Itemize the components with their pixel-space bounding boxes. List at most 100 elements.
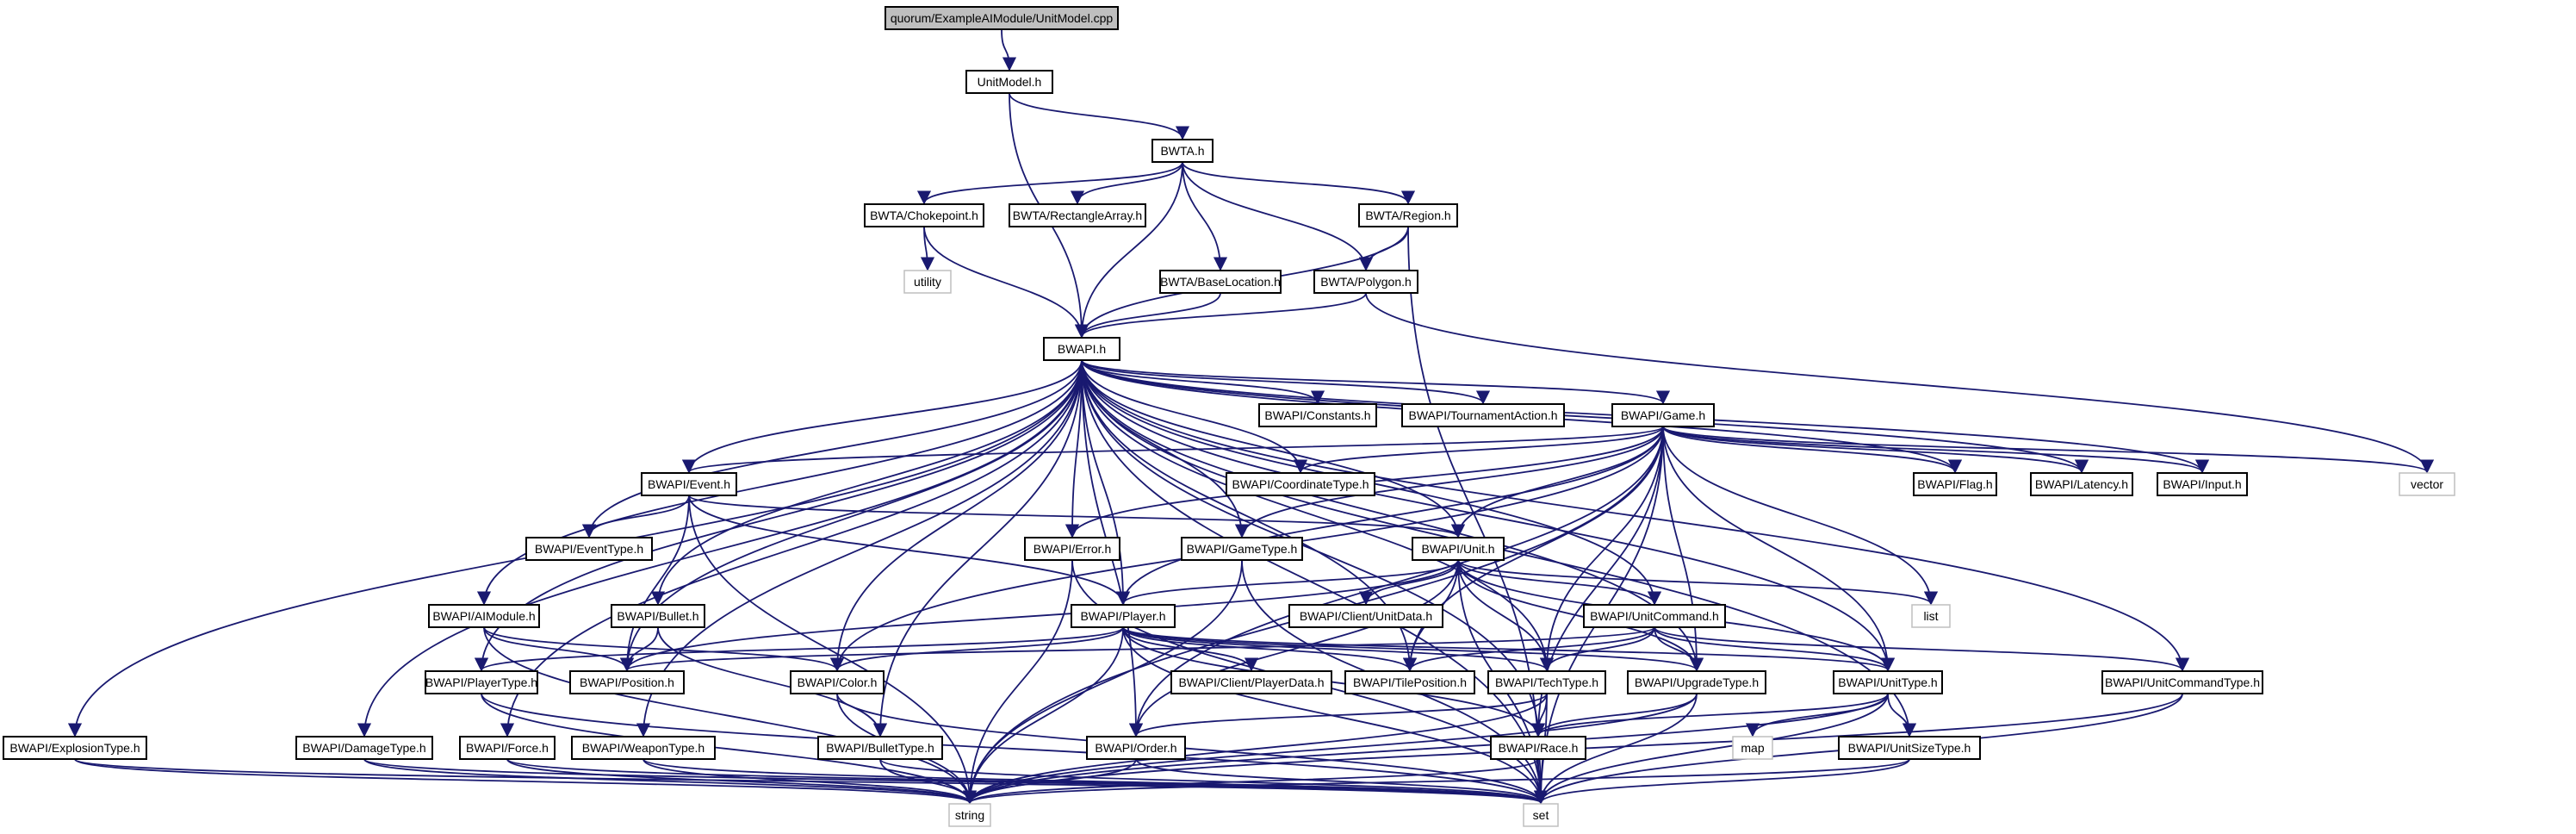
- node-weapon[interactable]: BWAPI/WeaponType.h: [571, 736, 716, 760]
- node-label: BWAPI/GameType.h: [1187, 542, 1298, 556]
- node-unitcmdtype[interactable]: BWAPI/UnitCommandType.h: [2101, 670, 2263, 694]
- node-label: BWAPI/Unit.h: [1421, 542, 1494, 556]
- node-label: quorum/ExampleAIModule/UnitModel.cpp: [891, 11, 1114, 25]
- node-box: [864, 203, 984, 227]
- edge-player-to-techtype: [1122, 626, 1554, 672]
- edge-bwta-to-baseloc: [1182, 161, 1228, 271]
- edge-unitcommand-to-tilepos: [1403, 626, 1655, 672]
- node-box: [459, 736, 556, 760]
- edge-player-to-playertype: [475, 626, 1124, 672]
- node-bwta[interactable]: BWTA.h: [1151, 139, 1214, 163]
- node-techtype[interactable]: BWAPI/TechType.h: [1487, 670, 1606, 694]
- node-constants[interactable]: BWAPI/Constants.h: [1258, 403, 1377, 427]
- node-order[interactable]: BWAPI/Order.h: [1086, 736, 1186, 760]
- node-box: [2157, 472, 2248, 496]
- node-label: BWAPI/Player.h: [1080, 609, 1165, 623]
- node-box: [1086, 736, 1186, 760]
- node-box: [1358, 203, 1458, 227]
- node-error[interactable]: BWAPI/Error.h: [1024, 537, 1120, 561]
- node-region[interactable]: BWTA/Region.h: [1358, 203, 1458, 227]
- edge-bwapi-to-force: [500, 359, 1083, 738]
- node-utility: utility: [903, 270, 952, 294]
- edge-unit-to-unitdata: [1358, 559, 1459, 606]
- node-box: [1490, 736, 1586, 760]
- node-unitmodel[interactable]: UnitModel.h: [965, 70, 1053, 94]
- edge-unit-to-player: [1116, 559, 1459, 606]
- node-unitsize[interactable]: BWAPI/UnitSizeType.h: [1838, 736, 1981, 760]
- node-game[interactable]: BWAPI/Game.h: [1611, 403, 1715, 427]
- node-latency[interactable]: BWAPI/Latency.h: [2030, 472, 2133, 496]
- node-playerdata[interactable]: BWAPI/Client/PlayerData.h: [1170, 670, 1332, 694]
- node-unitdata[interactable]: BWAPI/Client/UnitData.h: [1288, 604, 1443, 628]
- node-explosion[interactable]: BWAPI/ExplosionType.h: [3, 736, 147, 760]
- edge-unit-to-techtype: [1457, 559, 1555, 672]
- node-position[interactable]: BWAPI/Position.h: [569, 670, 685, 694]
- node-label: BWTA/RectangleArray.h: [1013, 208, 1142, 222]
- node-unitcommand[interactable]: BWAPI/UnitCommand.h: [1583, 604, 1726, 628]
- node-aimodule[interactable]: BWAPI/AIModule.h: [428, 604, 540, 628]
- edge-race-to-string: [963, 758, 1539, 805]
- node-label: BWTA/Region.h: [1365, 208, 1450, 222]
- node-rectarr[interactable]: BWTA/RectangleArray.h: [1009, 203, 1146, 227]
- node-label: BWAPI/Race.h: [1499, 741, 1579, 755]
- node-tourn[interactable]: BWAPI/TournamentAction.h: [1401, 403, 1565, 427]
- node-box: [3, 736, 147, 760]
- edge-game-to-order: [1128, 426, 1664, 738]
- node-damage[interactable]: BWAPI/DamageType.h: [295, 736, 433, 760]
- node-event[interactable]: BWAPI/Event.h: [641, 472, 737, 496]
- node-tilepos[interactable]: BWAPI/TilePosition.h: [1344, 670, 1475, 694]
- edge-bwapi-to-techtype: [1081, 359, 1555, 672]
- node-box: [569, 670, 685, 694]
- node-upgradetype[interactable]: BWAPI/UpgradeType.h: [1627, 670, 1766, 694]
- node-label: utility: [914, 275, 941, 289]
- node-box: [903, 270, 952, 294]
- node-choke[interactable]: BWTA/Chokepoint.h: [864, 203, 984, 227]
- node-box: [817, 736, 943, 760]
- node-box: [790, 670, 885, 694]
- edge-upgradetype-to-set: [1533, 693, 1698, 805]
- node-box: [1838, 736, 1981, 760]
- node-box: [571, 736, 716, 760]
- node-box: [1288, 604, 1443, 628]
- node-bullet[interactable]: BWAPI/Bullet.h: [611, 604, 705, 628]
- edge-color-to-set: [836, 693, 1548, 805]
- node-map: map: [1732, 736, 1773, 760]
- edge-unitcommand-to-unittype: [1654, 626, 1895, 672]
- edge-game-to-unit: [1450, 426, 1664, 538]
- node-box: [641, 472, 737, 496]
- node-box: [611, 604, 705, 628]
- node-playertype[interactable]: BWAPI/PlayerType.h: [425, 670, 538, 694]
- edge-unittype-to-set: [1533, 693, 1889, 805]
- node-input[interactable]: BWAPI/Input.h: [2157, 472, 2248, 496]
- node-flag[interactable]: BWAPI/Flag.h: [1913, 472, 1997, 496]
- edge-game-to-coordtype: [1294, 426, 1664, 474]
- node-label: BWAPI/AIModule.h: [432, 609, 535, 623]
- node-player[interactable]: BWAPI/Player.h: [1071, 604, 1176, 628]
- node-label: BWAPI/TilePosition.h: [1353, 675, 1467, 689]
- node-label: vector: [2411, 477, 2443, 491]
- edge-bwapi-to-bullettype: [872, 359, 1083, 738]
- node-unittype[interactable]: BWAPI/UnitType.h: [1833, 670, 1943, 694]
- node-box: [1401, 403, 1565, 427]
- node-force[interactable]: BWAPI/Force.h: [459, 736, 556, 760]
- edge-unitsize-to-string: [963, 758, 1910, 805]
- node-unit[interactable]: BWAPI/Unit.h: [1412, 537, 1505, 561]
- edge-order-to-set: [1135, 758, 1548, 805]
- node-baseloc[interactable]: BWTA/BaseLocation.h: [1159, 270, 1282, 294]
- node-label: map: [1741, 741, 1764, 755]
- node-gametype[interactable]: BWAPI/GameType.h: [1181, 537, 1303, 561]
- edge-bullet-to-bullettype: [657, 626, 888, 738]
- node-race[interactable]: BWAPI/Race.h: [1490, 736, 1586, 760]
- node-label: BWAPI/Error.h: [1034, 542, 1112, 556]
- node-eventtype[interactable]: BWAPI/EventType.h: [525, 537, 653, 561]
- node-bullettype[interactable]: BWAPI/BulletType.h: [817, 736, 943, 760]
- edge-bwapi-to-unittype: [1081, 359, 1896, 672]
- edge-event-to-player: [688, 495, 1130, 606]
- node-color[interactable]: BWAPI/Color.h: [790, 670, 885, 694]
- node-polygon[interactable]: BWTA/Polygon.h: [1313, 270, 1418, 294]
- node-coordtype[interactable]: BWAPI/CoordinateType.h: [1226, 472, 1375, 496]
- node-box: [885, 6, 1119, 30]
- node-label: BWTA/Polygon.h: [1320, 275, 1412, 289]
- node-bwapi[interactable]: BWAPI.h: [1043, 337, 1120, 361]
